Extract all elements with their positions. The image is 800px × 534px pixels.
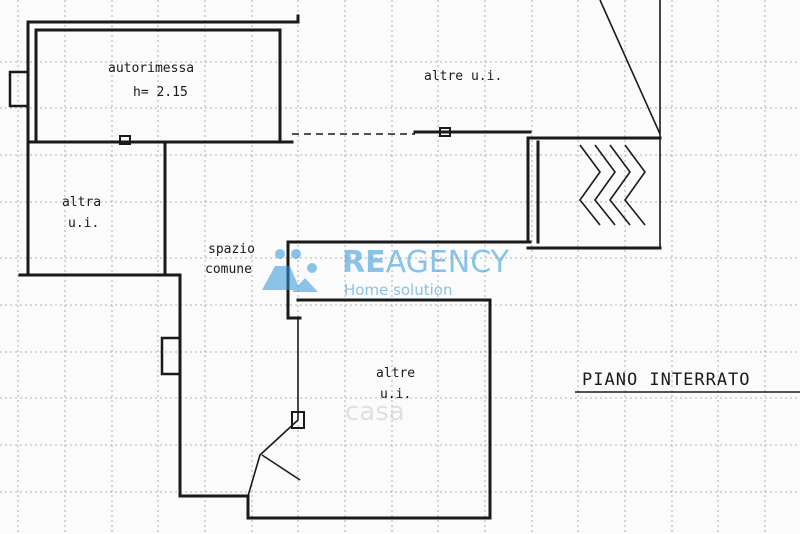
agency-logo-icon [262,249,318,292]
watermark-tagline: Home solution [344,281,452,299]
watermark-logo: REAGENCY Home solution casa [262,245,510,427]
room-label-altra: altra [62,195,101,210]
room-label-height: h= 2.15 [133,85,188,100]
room-label-altre-bottom: altre [376,366,415,381]
watermark-brand-agency: AGENCY [386,245,510,280]
room-label-spazio: spazio [208,242,255,257]
room-label-autorimessa: autorimessa [108,61,194,76]
watermark-brand: REAGENCY [342,245,510,280]
watermark-brand-re: RE [342,245,386,280]
building-walls [18,0,662,520]
staircase [578,144,646,226]
room-label-altra-ui: u.i. [68,216,99,231]
room-label-altre-bottom-ui: u.i. [380,387,411,402]
plan-title: PIANO INTERRATO [582,370,751,390]
wall-fixtures [8,70,451,429]
room-label-comune: comune [205,262,252,277]
watermark-ghost-text: casa [345,397,405,427]
room-label-altre-top: altre u.i. [424,69,502,84]
